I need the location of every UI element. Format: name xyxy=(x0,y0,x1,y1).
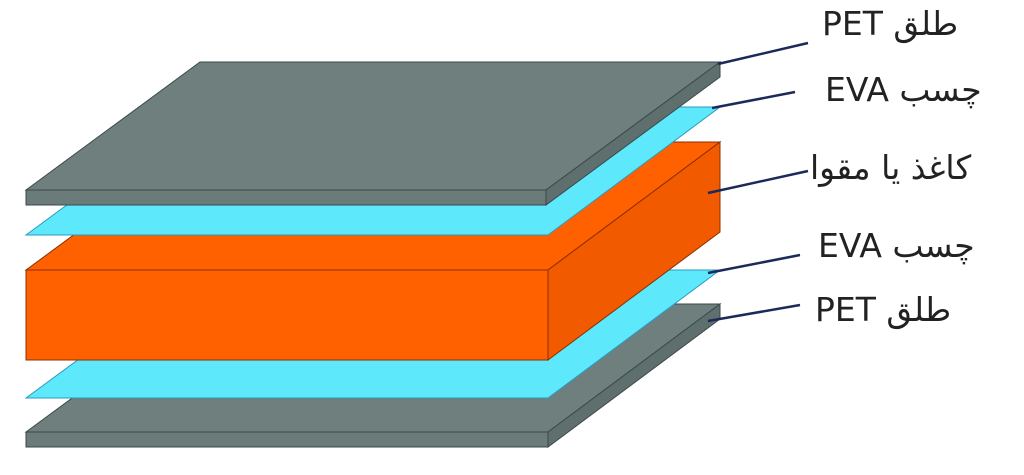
label-eva-top: چسب EVA xyxy=(825,70,982,109)
label-pet-top: طلق PET xyxy=(822,4,959,43)
leader-lines xyxy=(707,41,809,323)
label-eva-bottom: چسب EVA xyxy=(818,226,975,265)
top-pet-layer xyxy=(24,61,722,206)
label-pet-bottom: طلق PET xyxy=(815,290,952,329)
label-core: کاغذ یا مقوا xyxy=(810,148,972,187)
